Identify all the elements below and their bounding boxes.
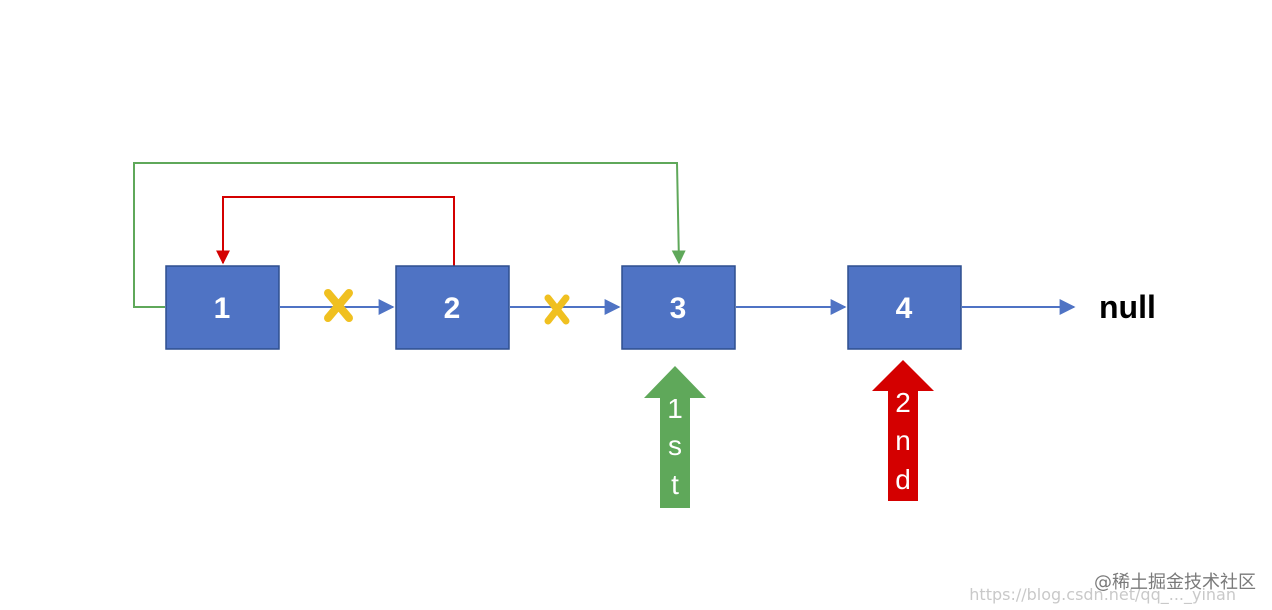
node-3: 3: [621, 265, 736, 350]
first-pointer-char-2: s: [668, 430, 682, 461]
cross-mark-1: [324, 289, 353, 322]
node-3-label: 3: [670, 292, 687, 325]
green-link-1-to-3: [133, 162, 686, 308]
second-pointer-char-2: n: [895, 425, 911, 456]
second-pointer-arrow: 2 n d: [872, 360, 934, 501]
node-4: 4: [847, 265, 962, 350]
red-link-2-to-1: [216, 196, 455, 266]
null-label: null: [1099, 289, 1156, 325]
node-4-label: 4: [896, 292, 913, 325]
cross-mark-2: [544, 294, 570, 325]
node-1: 1: [165, 265, 280, 350]
node-1-label: 1: [214, 292, 231, 325]
first-pointer-char-1: 1: [667, 393, 683, 424]
node-2: 2: [395, 265, 510, 350]
second-pointer-char-1: 2: [895, 387, 911, 418]
watermark-logo-text: @稀土掘金技术社区: [1094, 572, 1256, 593]
watermark-url: https://blog.csdn.net/qq_..._yinan: [969, 585, 1236, 604]
second-pointer-char-3: d: [895, 464, 911, 495]
node-2-label: 2: [444, 292, 461, 325]
first-pointer-arrow: 1 s t: [644, 366, 706, 508]
first-pointer-char-3: t: [671, 469, 679, 500]
